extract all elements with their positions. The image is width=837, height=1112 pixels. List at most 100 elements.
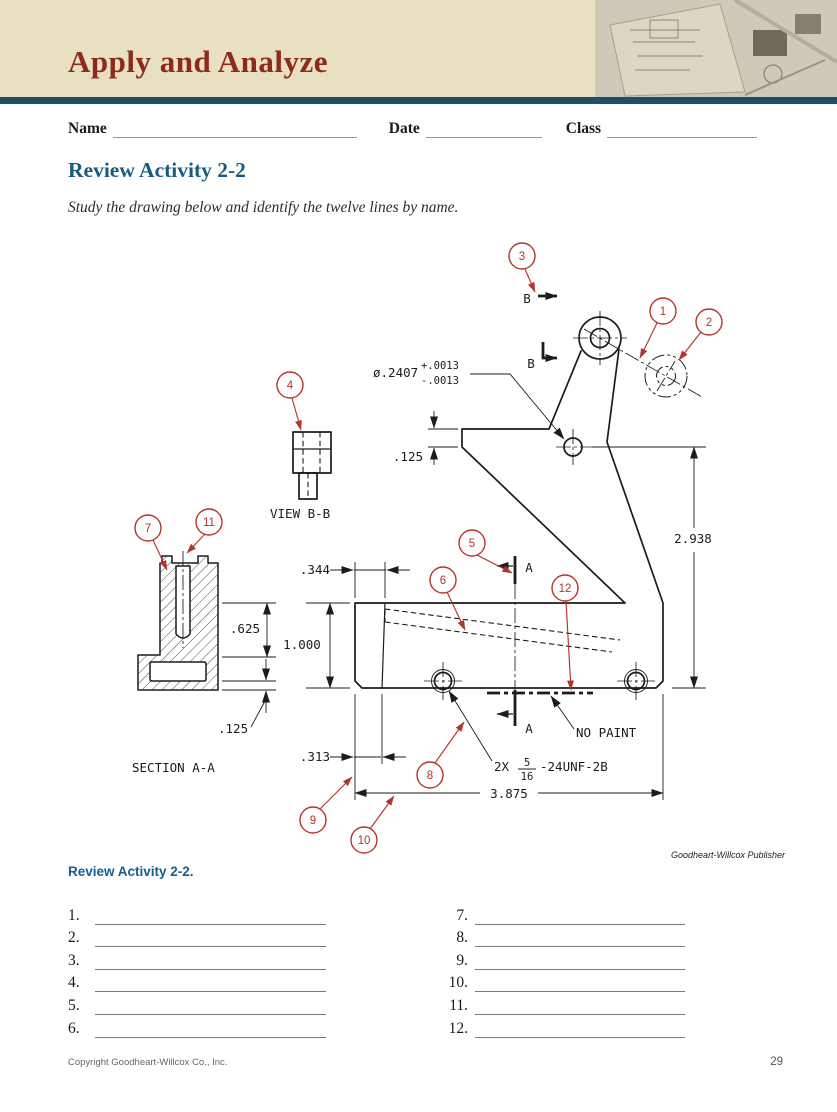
thread-qty: 2X	[494, 759, 510, 774]
answer-number: 5.	[68, 996, 80, 1014]
section-aa: .625 .125 SECTION A-A	[132, 555, 276, 775]
date-blank[interactable]	[425, 121, 542, 138]
answer-number: 2.	[68, 929, 80, 947]
answer-number: 10.	[448, 974, 468, 992]
balloon-11: 11	[186, 508, 223, 554]
answer-row-4: 4.	[68, 970, 326, 993]
leader-no-paint	[550, 695, 575, 730]
view-bb: VIEW B-B	[270, 431, 332, 521]
leader-thread	[448, 690, 493, 762]
balloon-9: 9	[299, 776, 353, 834]
svg-text:4: 4	[287, 380, 294, 392]
answer-number: 3.	[68, 951, 80, 969]
class-blank[interactable]	[607, 121, 758, 138]
letter-b-top: B	[523, 291, 531, 306]
answer-row-3: 3.	[68, 947, 326, 970]
dim-jaw-top-width: .344	[300, 562, 330, 577]
answer-number: 9.	[456, 951, 468, 969]
class-label: Class	[565, 120, 602, 137]
phantom-line-circle	[644, 354, 688, 398]
answer-blank-6[interactable]	[95, 1021, 326, 1038]
letter-b-bottom: B	[527, 356, 535, 371]
balloon-6: 6	[429, 566, 466, 631]
answer-row-6: 6.	[68, 1015, 326, 1038]
answer-row-7: 7.	[440, 902, 685, 925]
svg-text:11: 11	[203, 517, 215, 529]
activity-title: Review Activity 2-2	[68, 158, 246, 182]
answer-row-1: 1.	[68, 902, 326, 925]
dim-tol-plus: +.0013	[421, 360, 459, 372]
technical-drawing: B B A A .125 ø.2407 +.0013 -.0013	[132, 242, 723, 854]
answer-row-8: 8.	[440, 925, 685, 948]
answer-blank-12[interactable]	[475, 1021, 685, 1038]
balloon-10: 10	[350, 795, 395, 854]
publisher-credit: Goodheart-Willcox Publisher	[671, 850, 785, 860]
page-number: 29	[770, 1056, 783, 1068]
answer-number: 7.	[456, 906, 468, 924]
letter-a-top: A	[525, 560, 533, 575]
banner: Apply and Analyze	[0, 0, 837, 97]
name-label: Name	[68, 120, 107, 137]
centerlines	[182, 311, 703, 700]
answer-row-2: 2.	[68, 925, 326, 948]
dimensions: .125 ø.2407 +.0013 -.0013 2.938 1.000 .3…	[283, 360, 712, 801]
divider-rule	[0, 97, 837, 104]
svg-text:2: 2	[706, 317, 712, 329]
balloon-3: 3	[508, 242, 536, 293]
student-info-row: Name Date Class	[68, 120, 783, 138]
answer-number: 1.	[68, 906, 80, 924]
dim-tol-minus: -.0013	[421, 375, 459, 387]
balloon-1: 1	[639, 297, 677, 359]
section-aa-label: SECTION A-A	[132, 760, 215, 775]
balloon-12: 12	[551, 574, 579, 691]
answer-number: 8.	[456, 929, 468, 947]
balloon-4: 4	[276, 371, 304, 431]
answer-blank-9[interactable]	[475, 953, 685, 970]
blueprint-decoration	[595, 0, 837, 97]
view-bb-label: VIEW B-B	[270, 506, 330, 521]
answer-blank-1[interactable]	[95, 908, 326, 925]
answer-row-11: 11.	[440, 992, 685, 1015]
answers-heading: Review Activity 2-2.	[68, 864, 194, 879]
answer-blank-10[interactable]	[475, 975, 685, 993]
answer-row-12: 12.	[440, 1015, 685, 1038]
banner-title: Apply and Analyze	[68, 44, 329, 79]
answer-blank-7[interactable]	[475, 908, 685, 925]
dim-jaw-bottom-width: .313	[300, 749, 330, 764]
date-label: Date	[388, 120, 420, 137]
balloon-callouts: 1 2 3 4 5 6 7 8 9 10 11 12	[134, 242, 723, 854]
balloon-7: 7	[134, 514, 168, 571]
copyright: Copyright Goodheart-Willcox Co., Inc.	[68, 1057, 228, 1068]
dim-section-wall: .125	[218, 721, 248, 736]
letter-a-bottom: A	[525, 721, 533, 736]
leader-hole	[470, 373, 565, 440]
svg-text:6: 6	[440, 575, 446, 587]
answer-number: 11.	[449, 996, 468, 1014]
dim-step-height: .125	[393, 449, 423, 464]
answer-column-left: 1. 2. 3. 4. 5. 6.	[68, 902, 326, 1038]
balloon-8: 8	[416, 721, 465, 789]
answer-blank-5[interactable]	[95, 998, 326, 1015]
svg-text:1: 1	[660, 306, 666, 318]
answer-blank-11[interactable]	[475, 998, 685, 1015]
svg-text:7: 7	[145, 523, 151, 535]
answer-blank-4[interactable]	[95, 975, 326, 993]
balloon-2: 2	[678, 308, 723, 361]
answer-list: 1. 2. 3. 4. 5. 6. 7. 8. 9. 10. 11. 12.	[68, 902, 685, 1038]
page-footer: Copyright Goodheart-Willcox Co., Inc. 29	[68, 1056, 783, 1068]
cutting-plane-b: B B	[523, 291, 558, 371]
blueprint-photo	[595, 0, 837, 97]
instruction-text: Study the drawing below and identify the…	[68, 199, 459, 216]
name-blank[interactable]	[112, 121, 357, 138]
answer-blank-2[interactable]	[95, 930, 326, 948]
no-paint-note: NO PAINT	[576, 725, 637, 740]
dim-base-height: 1.000	[283, 637, 321, 652]
svg-text:12: 12	[559, 583, 572, 595]
answer-number: 4.	[68, 974, 80, 992]
answer-column-right: 7. 8. 9. 10. 11. 12.	[440, 902, 685, 1038]
dim-hole-dia: ø.2407	[373, 365, 418, 380]
answer-blank-8[interactable]	[475, 930, 685, 948]
dim-overall-width: 3.875	[490, 786, 528, 801]
answer-blank-3[interactable]	[95, 953, 326, 970]
